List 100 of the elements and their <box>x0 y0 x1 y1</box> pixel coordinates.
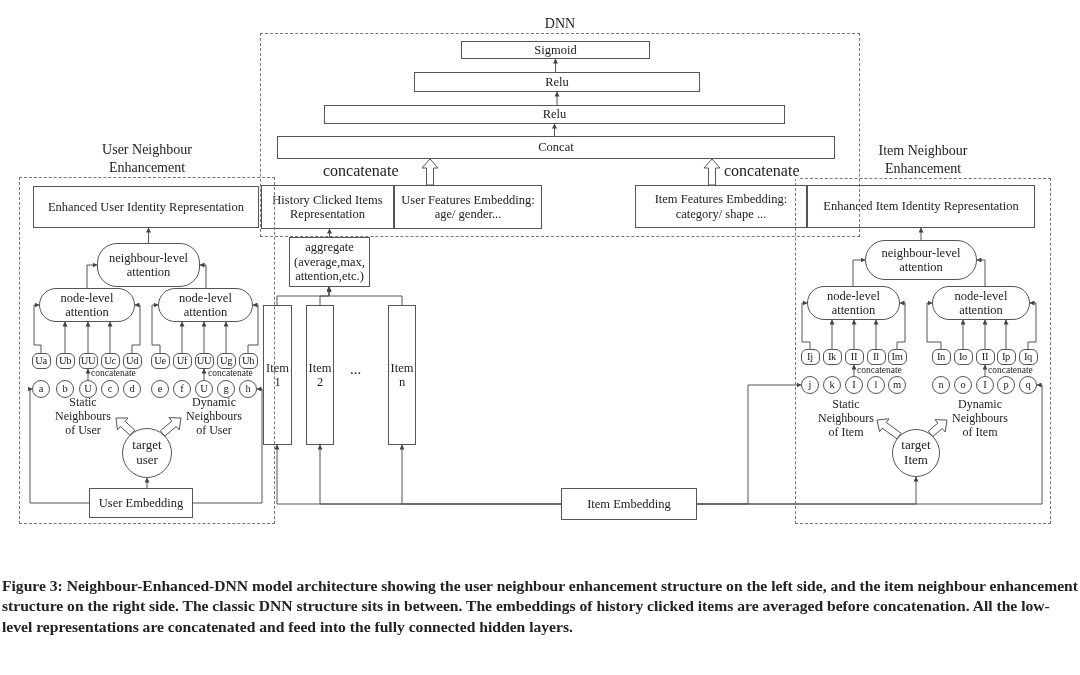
arrow <box>144 477 150 489</box>
arrow <box>918 227 924 241</box>
vector-label: Il <box>873 350 879 364</box>
vector-box <box>100 353 120 369</box>
arrow <box>873 319 879 350</box>
arrow <box>851 364 857 377</box>
letter-label: b <box>62 382 68 396</box>
pill-label: node-level attention <box>826 288 881 318</box>
box-label: User Embedding <box>98 495 184 511</box>
pill-label: neighbour-level attention <box>880 245 962 275</box>
process-box <box>261 185 394 229</box>
pill-label: node-level attention <box>59 290 115 320</box>
vector-label: Ij <box>807 350 813 364</box>
box-label: Item Features Embedding: category/ shape ... <box>653 192 789 221</box>
arrow <box>146 227 151 244</box>
vector-label: Ik <box>827 350 837 364</box>
concatenate-note: concatenate <box>91 369 136 379</box>
block-arrow <box>876 418 902 440</box>
box-label: User Features Embedding: age/ gender... <box>400 192 536 222</box>
vector-label: In <box>936 350 946 364</box>
arrow <box>223 321 229 354</box>
box-label: Concat <box>538 140 574 155</box>
vector-label: Ue <box>154 354 166 368</box>
letter-label: g <box>223 382 229 396</box>
box-label: aggregate (average,max, attention,etc.) <box>293 240 366 284</box>
letter-label: d <box>129 382 135 396</box>
figure-caption: Figure 3: Neighbour-Enhanced-DNN model architecture showing the user neighbour enhancement structure on the left side, and the item neighbour enhancement structure on the right side. The classic DNN structure sits in between. The embeddings of history clicked items are averaged before concatenation. All the low-level representations are concatenated and feed into the fully connected hidden layers. <box>2 576 1078 637</box>
circle-label: target user <box>131 438 163 468</box>
arrow <box>982 364 988 377</box>
process-box <box>561 488 697 520</box>
process-box <box>277 136 835 159</box>
arrow <box>554 91 560 106</box>
arrow <box>399 444 562 505</box>
process-box <box>324 105 785 124</box>
vector-box <box>844 349 864 365</box>
vector-label: UU <box>196 354 212 368</box>
ellipsis: ... <box>350 362 362 377</box>
process-box <box>263 305 292 445</box>
concatenate-note: concatenate <box>208 369 253 379</box>
process-box <box>635 185 807 228</box>
concatenate-note: concatenate <box>857 366 902 376</box>
arrow <box>326 286 403 306</box>
process-box <box>414 72 700 92</box>
letter-label: e <box>157 382 163 396</box>
block-arrow <box>115 417 136 436</box>
arrow <box>896 300 906 350</box>
arrow <box>829 319 835 350</box>
vector-box <box>975 349 995 365</box>
vector-label: Uf <box>176 354 188 368</box>
arrow <box>201 321 207 354</box>
block-arrow <box>703 158 721 186</box>
vector-label: Ua <box>35 354 47 368</box>
vector-label: II <box>981 350 989 364</box>
arrow <box>85 368 91 381</box>
process-box <box>807 185 1035 228</box>
vector-label: Ub <box>58 354 72 368</box>
vector-label: Ug <box>219 354 233 368</box>
vector-box <box>800 349 820 365</box>
arrow <box>27 386 90 504</box>
pill-label: node-level attention <box>178 290 233 320</box>
circle-label: target Item <box>900 438 932 468</box>
arrow <box>86 262 98 289</box>
letter-label: m <box>892 378 902 392</box>
box-label: Item n <box>389 360 415 390</box>
box-label: Item 2 <box>307 360 333 390</box>
letter-label: n <box>938 378 944 392</box>
letter-label: j <box>808 378 812 392</box>
arrow <box>976 257 986 287</box>
attention-pill <box>97 243 200 287</box>
vector-label: Im <box>891 350 903 364</box>
process-box <box>388 305 416 445</box>
process-box <box>461 41 650 59</box>
box-label: Relu <box>542 107 567 122</box>
annotation-text: Dynamic Neighbours of User <box>185 396 243 438</box>
vector-box <box>866 349 886 365</box>
arrow <box>960 319 966 350</box>
group-heading: DNN <box>543 14 577 32</box>
arrow <box>696 382 1043 505</box>
annotation-text: Static Neighbours of Item <box>817 398 875 440</box>
block-arrow <box>159 417 182 437</box>
edge-label: concatenate <box>323 163 399 179</box>
arrow <box>982 319 988 350</box>
letter-label: I <box>852 378 856 392</box>
letter-label: h <box>245 382 251 396</box>
vector-box <box>1018 349 1038 365</box>
arrow <box>852 257 866 287</box>
box-label: History Clicked Items Representation <box>271 192 384 222</box>
arrow <box>151 302 161 354</box>
annotation-text: Dynamic Neighbours of Item <box>951 398 1009 440</box>
arrow <box>851 319 857 350</box>
letter-label: q <box>1025 378 1031 392</box>
box-label: Item Embedding <box>587 496 671 512</box>
arrow <box>553 58 558 73</box>
vector-box <box>150 353 170 369</box>
letter-label: U <box>200 382 208 396</box>
letter-label: I <box>983 378 987 392</box>
annotation-text: Static Neighbours of User <box>54 396 112 438</box>
vector-box <box>953 349 973 365</box>
box-label: Relu <box>545 74 569 90</box>
arrow <box>33 302 42 354</box>
